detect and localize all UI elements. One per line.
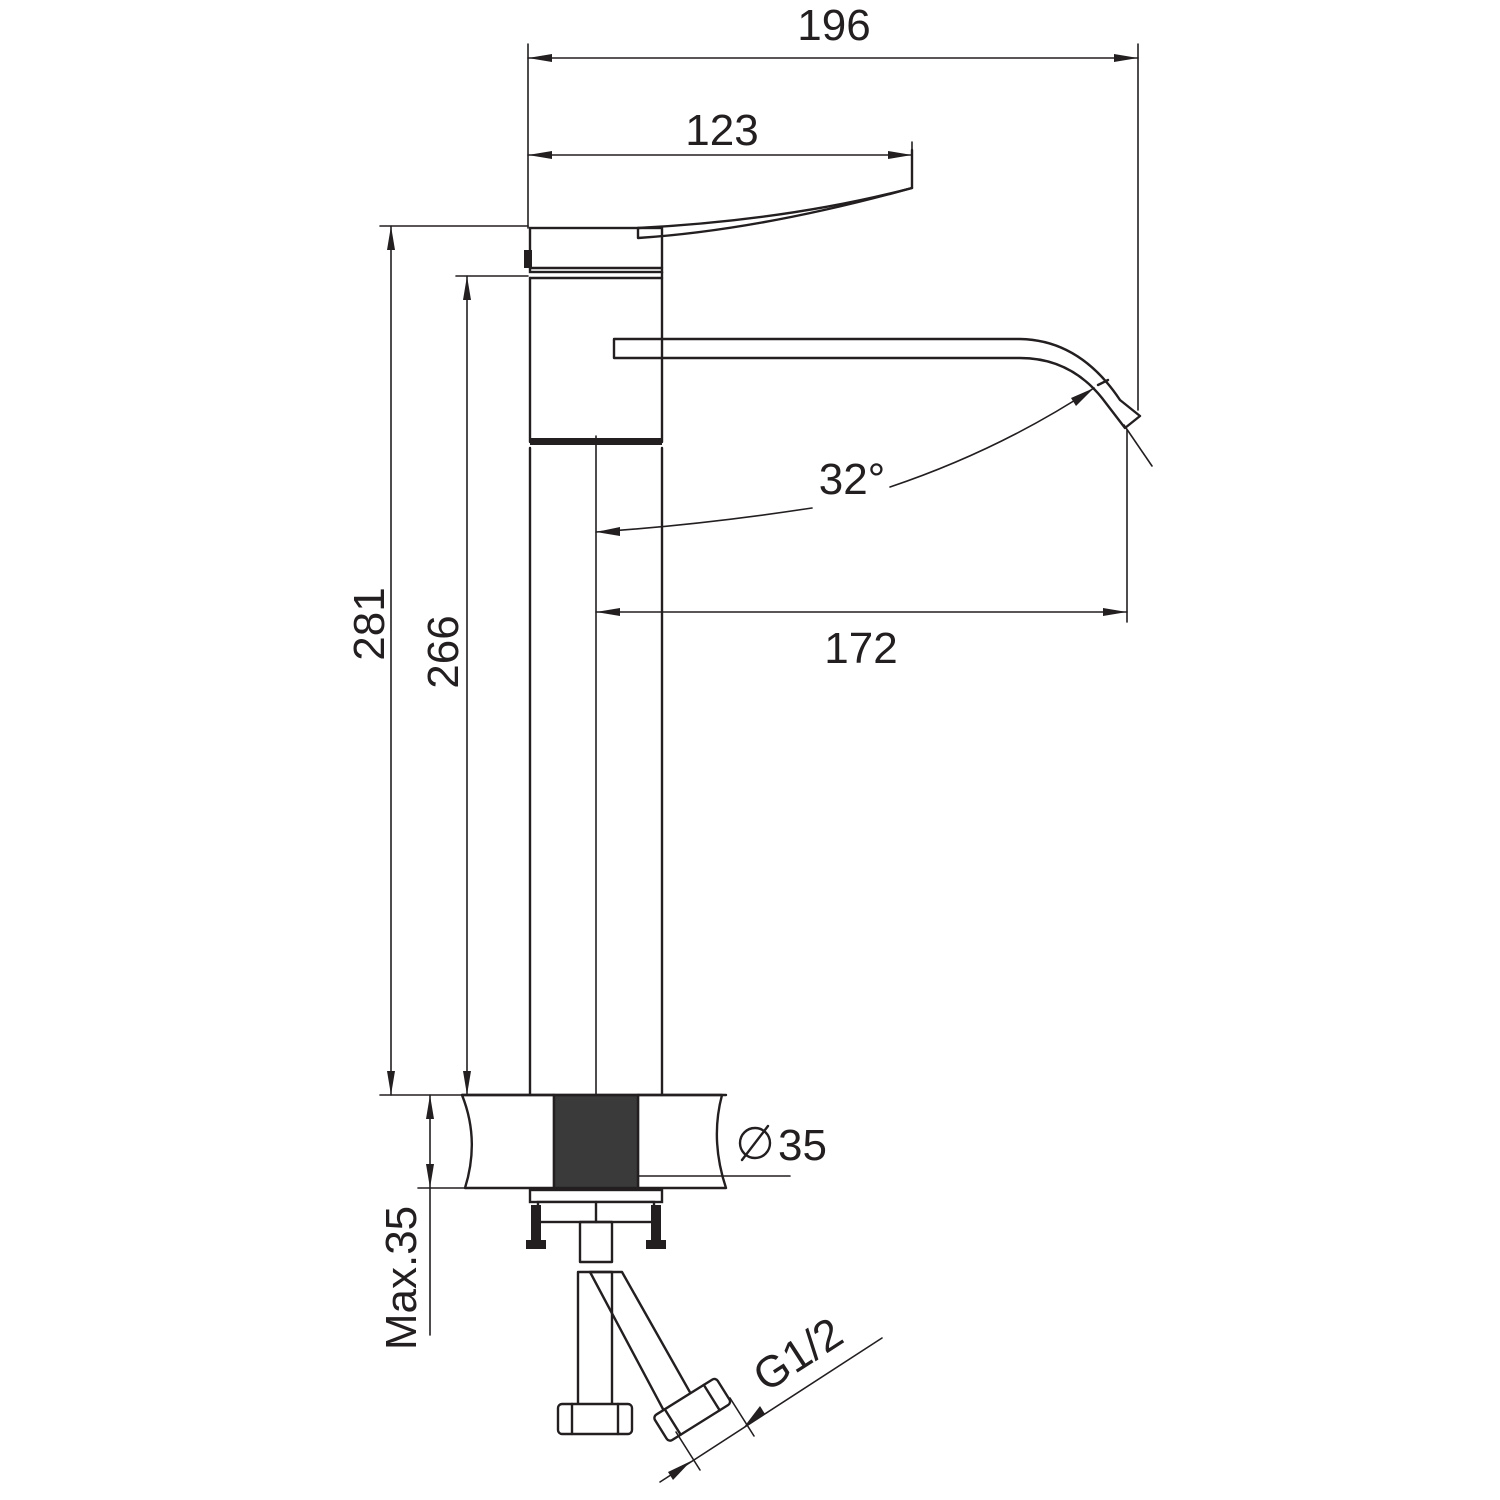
dimension-hole-diameter: 35 bbox=[637, 1121, 827, 1177]
dimension-counter-thickness: Max.35 bbox=[377, 1094, 466, 1350]
spout bbox=[612, 337, 1142, 430]
faucet-body bbox=[524, 148, 1142, 1097]
hose-straight bbox=[576, 1270, 614, 1407]
hose-nut-left bbox=[556, 1402, 634, 1436]
dimension-handle-length: 123 bbox=[527, 106, 913, 171]
spout-reach-label: 172 bbox=[824, 624, 897, 673]
supply-hoses bbox=[556, 1270, 732, 1442]
dimension-spout-reach: 172 bbox=[595, 429, 1128, 1096]
spout-height-label: 266 bbox=[419, 615, 468, 688]
connection-thread-label: G1/2 bbox=[745, 1308, 852, 1401]
mounting-hole bbox=[552, 1093, 640, 1190]
handle-cap bbox=[528, 226, 664, 274]
mounting-hardware bbox=[526, 1188, 666, 1264]
dimension-swivel-angle: 32° bbox=[595, 387, 1153, 536]
dimension-overall-reach: 196 bbox=[527, 1, 1139, 411]
handle-length-label: 123 bbox=[685, 106, 758, 155]
swivel-angle-label: 32° bbox=[819, 455, 886, 504]
hole-diameter-label: 35 bbox=[778, 1121, 827, 1170]
dimension-overall-height: 281 bbox=[345, 225, 529, 1096]
counter-thickness-label: Max.35 bbox=[377, 1206, 426, 1350]
dimension-spout-height: 266 bbox=[419, 275, 529, 1096]
diameter-symbol-icon bbox=[738, 1126, 772, 1160]
countertop-section bbox=[460, 1093, 728, 1190]
overall-height-label: 281 bbox=[345, 587, 394, 660]
overall-reach-label: 196 bbox=[797, 1, 870, 50]
